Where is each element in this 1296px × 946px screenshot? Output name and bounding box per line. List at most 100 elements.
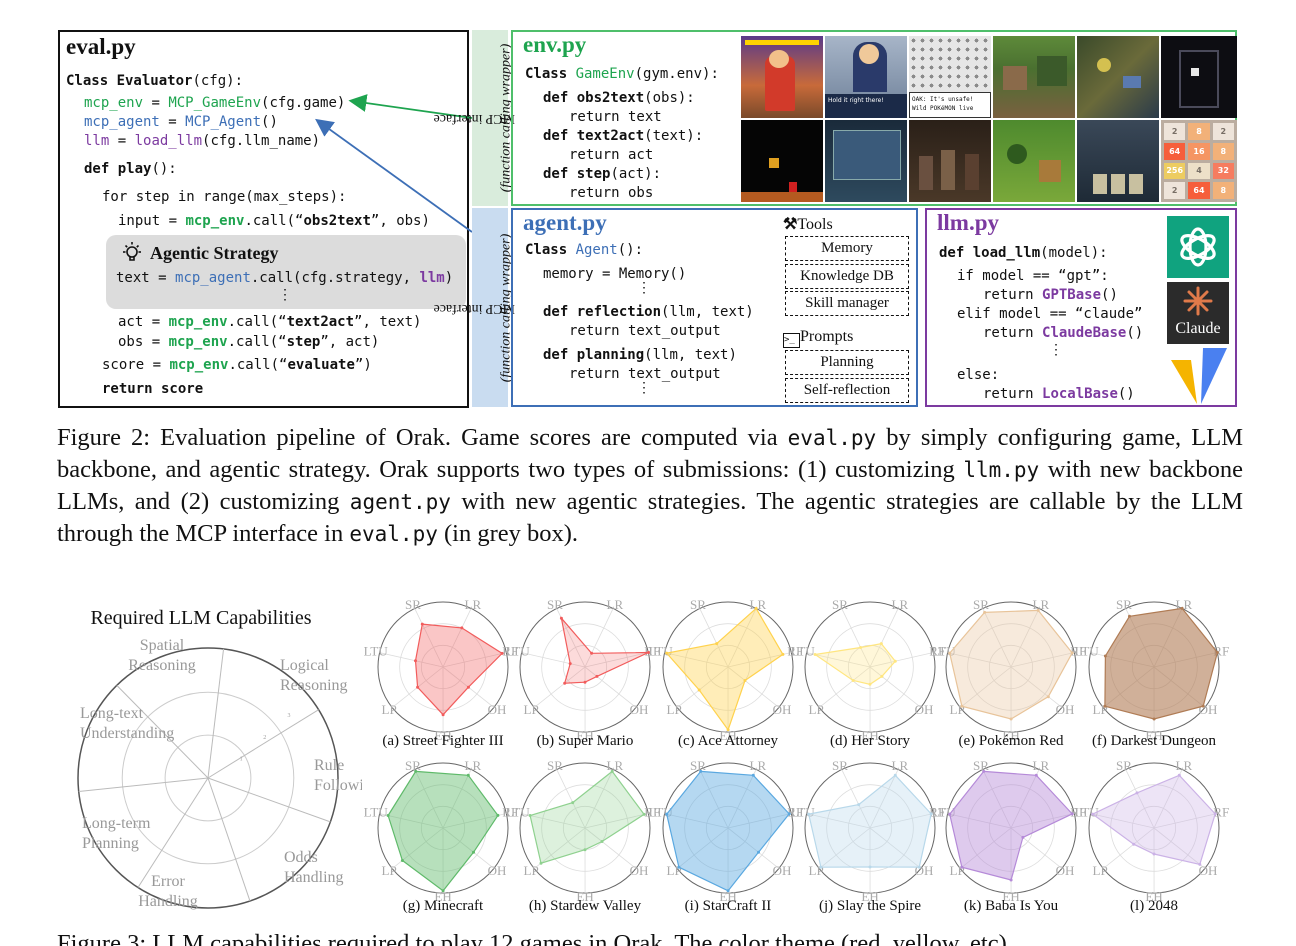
- radar-axis-label: OH: [1056, 702, 1075, 717]
- tools-header: ⚒Tools: [783, 214, 833, 234]
- radar-axis-label: OH: [488, 863, 507, 878]
- env-line-3: return text: [569, 109, 662, 125]
- radar-axis-label: RF: [644, 805, 660, 820]
- radar-point: [1180, 606, 1184, 610]
- prompts-label: Prompts: [800, 328, 854, 345]
- claude-icon: [1183, 286, 1213, 316]
- tools-icon: ⚒: [783, 216, 798, 233]
- tile-2048: 2: [1164, 182, 1186, 199]
- radar-label: (i) StarCraft II: [684, 898, 772, 914]
- agent-dots-2: ⋮: [637, 381, 651, 396]
- radar-spoke: [1010, 608, 1040, 668]
- radar-point: [1103, 654, 1107, 658]
- radar-label: (d) Her Story: [830, 733, 910, 749]
- big-radar-ring-number: 1: [240, 757, 243, 763]
- radar-spoke: [584, 769, 614, 829]
- radar-axis-label: LTU: [506, 644, 531, 659]
- eval-line-6: for step in range(max_steps):: [102, 189, 347, 205]
- radar-axis-label: LP: [1093, 863, 1108, 878]
- openai-logo: [1167, 216, 1229, 278]
- radar-point: [466, 773, 470, 777]
- radar-polygon: [414, 623, 504, 716]
- env-line-6: def step(act):: [543, 166, 662, 182]
- tile-2048: 64: [1164, 142, 1186, 160]
- radar-spoke: [727, 813, 792, 829]
- thumb-her-story: [825, 120, 907, 202]
- radar-point: [1009, 717, 1013, 721]
- radar-axis-label: OH: [915, 702, 934, 717]
- eval-title: eval.py: [66, 34, 136, 59]
- env-line-4: def text2act(text):: [543, 128, 704, 144]
- radar-axis-label: SR: [1116, 597, 1132, 612]
- radar-spoke: [727, 666, 780, 708]
- radar-axis-label: LP: [524, 863, 539, 878]
- eval-line-9: act = mcp_env.call(“text2act”, text): [118, 314, 422, 330]
- radar-point: [868, 682, 872, 686]
- radar-point: [726, 889, 730, 893]
- radar-axis-label: EH: [719, 889, 736, 904]
- tile-2048: 8: [1212, 182, 1234, 199]
- radar-spoke: [818, 666, 871, 708]
- llm-line-4: elif model == “claude”: [957, 306, 1143, 322]
- radar-axis-label: SR: [690, 597, 706, 612]
- radar-point: [757, 850, 760, 854]
- radar-point: [699, 769, 703, 773]
- tile-2048: 16: [1188, 142, 1210, 160]
- radar-point: [386, 814, 390, 817]
- radar-point: [983, 610, 987, 614]
- radar-axis-label: LTU: [649, 644, 674, 659]
- radar-label: (e) Pokémon Red: [958, 733, 1064, 749]
- radar-axis-label: RF: [502, 805, 518, 820]
- radar-axis-label: SR: [405, 597, 421, 612]
- radar-label: (k) Baba Is You: [963, 898, 1059, 914]
- radar-point: [1201, 704, 1205, 708]
- radar-point: [528, 814, 532, 817]
- radar-point: [893, 659, 897, 663]
- radar-spoke: [391, 827, 444, 869]
- radar-spoke: [664, 813, 729, 829]
- agent-line-4: return text_output: [569, 323, 721, 339]
- radar-axis-label: EH: [1145, 889, 1162, 904]
- radar-spoke: [869, 827, 922, 869]
- openai-icon: [1180, 227, 1216, 267]
- eval-line-8: text = mcp_agent.call(cfg.strategy, llm): [116, 270, 454, 286]
- eval-line-3: mcp_agent = MCP_Agent(): [84, 114, 278, 130]
- radar-axis-label: EH: [861, 889, 878, 904]
- radar-label: (f) Darkest Dungeon: [1091, 733, 1217, 749]
- radar-point: [868, 865, 872, 869]
- radar-point: [1198, 862, 1202, 866]
- big-radar-spoke: [137, 777, 209, 888]
- radar-spoke: [442, 827, 495, 869]
- radar-point: [787, 812, 791, 816]
- radar-spoke: [379, 652, 444, 668]
- radar-spoke: [1090, 813, 1155, 829]
- radar-point: [441, 713, 445, 717]
- radar-point: [559, 616, 563, 620]
- radar-spoke: [584, 813, 649, 829]
- thumb-starcraft: [1077, 36, 1159, 118]
- radar-spoke: [806, 813, 871, 829]
- eval-line-4: llm = load_llm(cfg.llm_name): [84, 133, 321, 149]
- tile-2048: 32: [1212, 162, 1234, 180]
- radar-spoke: [727, 608, 757, 668]
- radar-axis-label: RF: [1213, 805, 1229, 820]
- radar-spoke: [841, 769, 871, 829]
- radar-axis-label: LR: [750, 758, 767, 773]
- radar-point: [610, 769, 614, 773]
- tile-2048: 64: [1188, 182, 1210, 199]
- radar-axis-label: LR: [465, 597, 482, 612]
- radar-point: [441, 889, 445, 893]
- llm-line-2: if model == “gpt”:: [957, 268, 1109, 284]
- radar-axis-label: LR: [892, 758, 909, 773]
- radar-axis-label: EH: [1002, 889, 1019, 904]
- radar-polygon: [949, 770, 1074, 881]
- radar-axis-label: LP: [382, 863, 397, 878]
- radar-point: [1070, 651, 1074, 655]
